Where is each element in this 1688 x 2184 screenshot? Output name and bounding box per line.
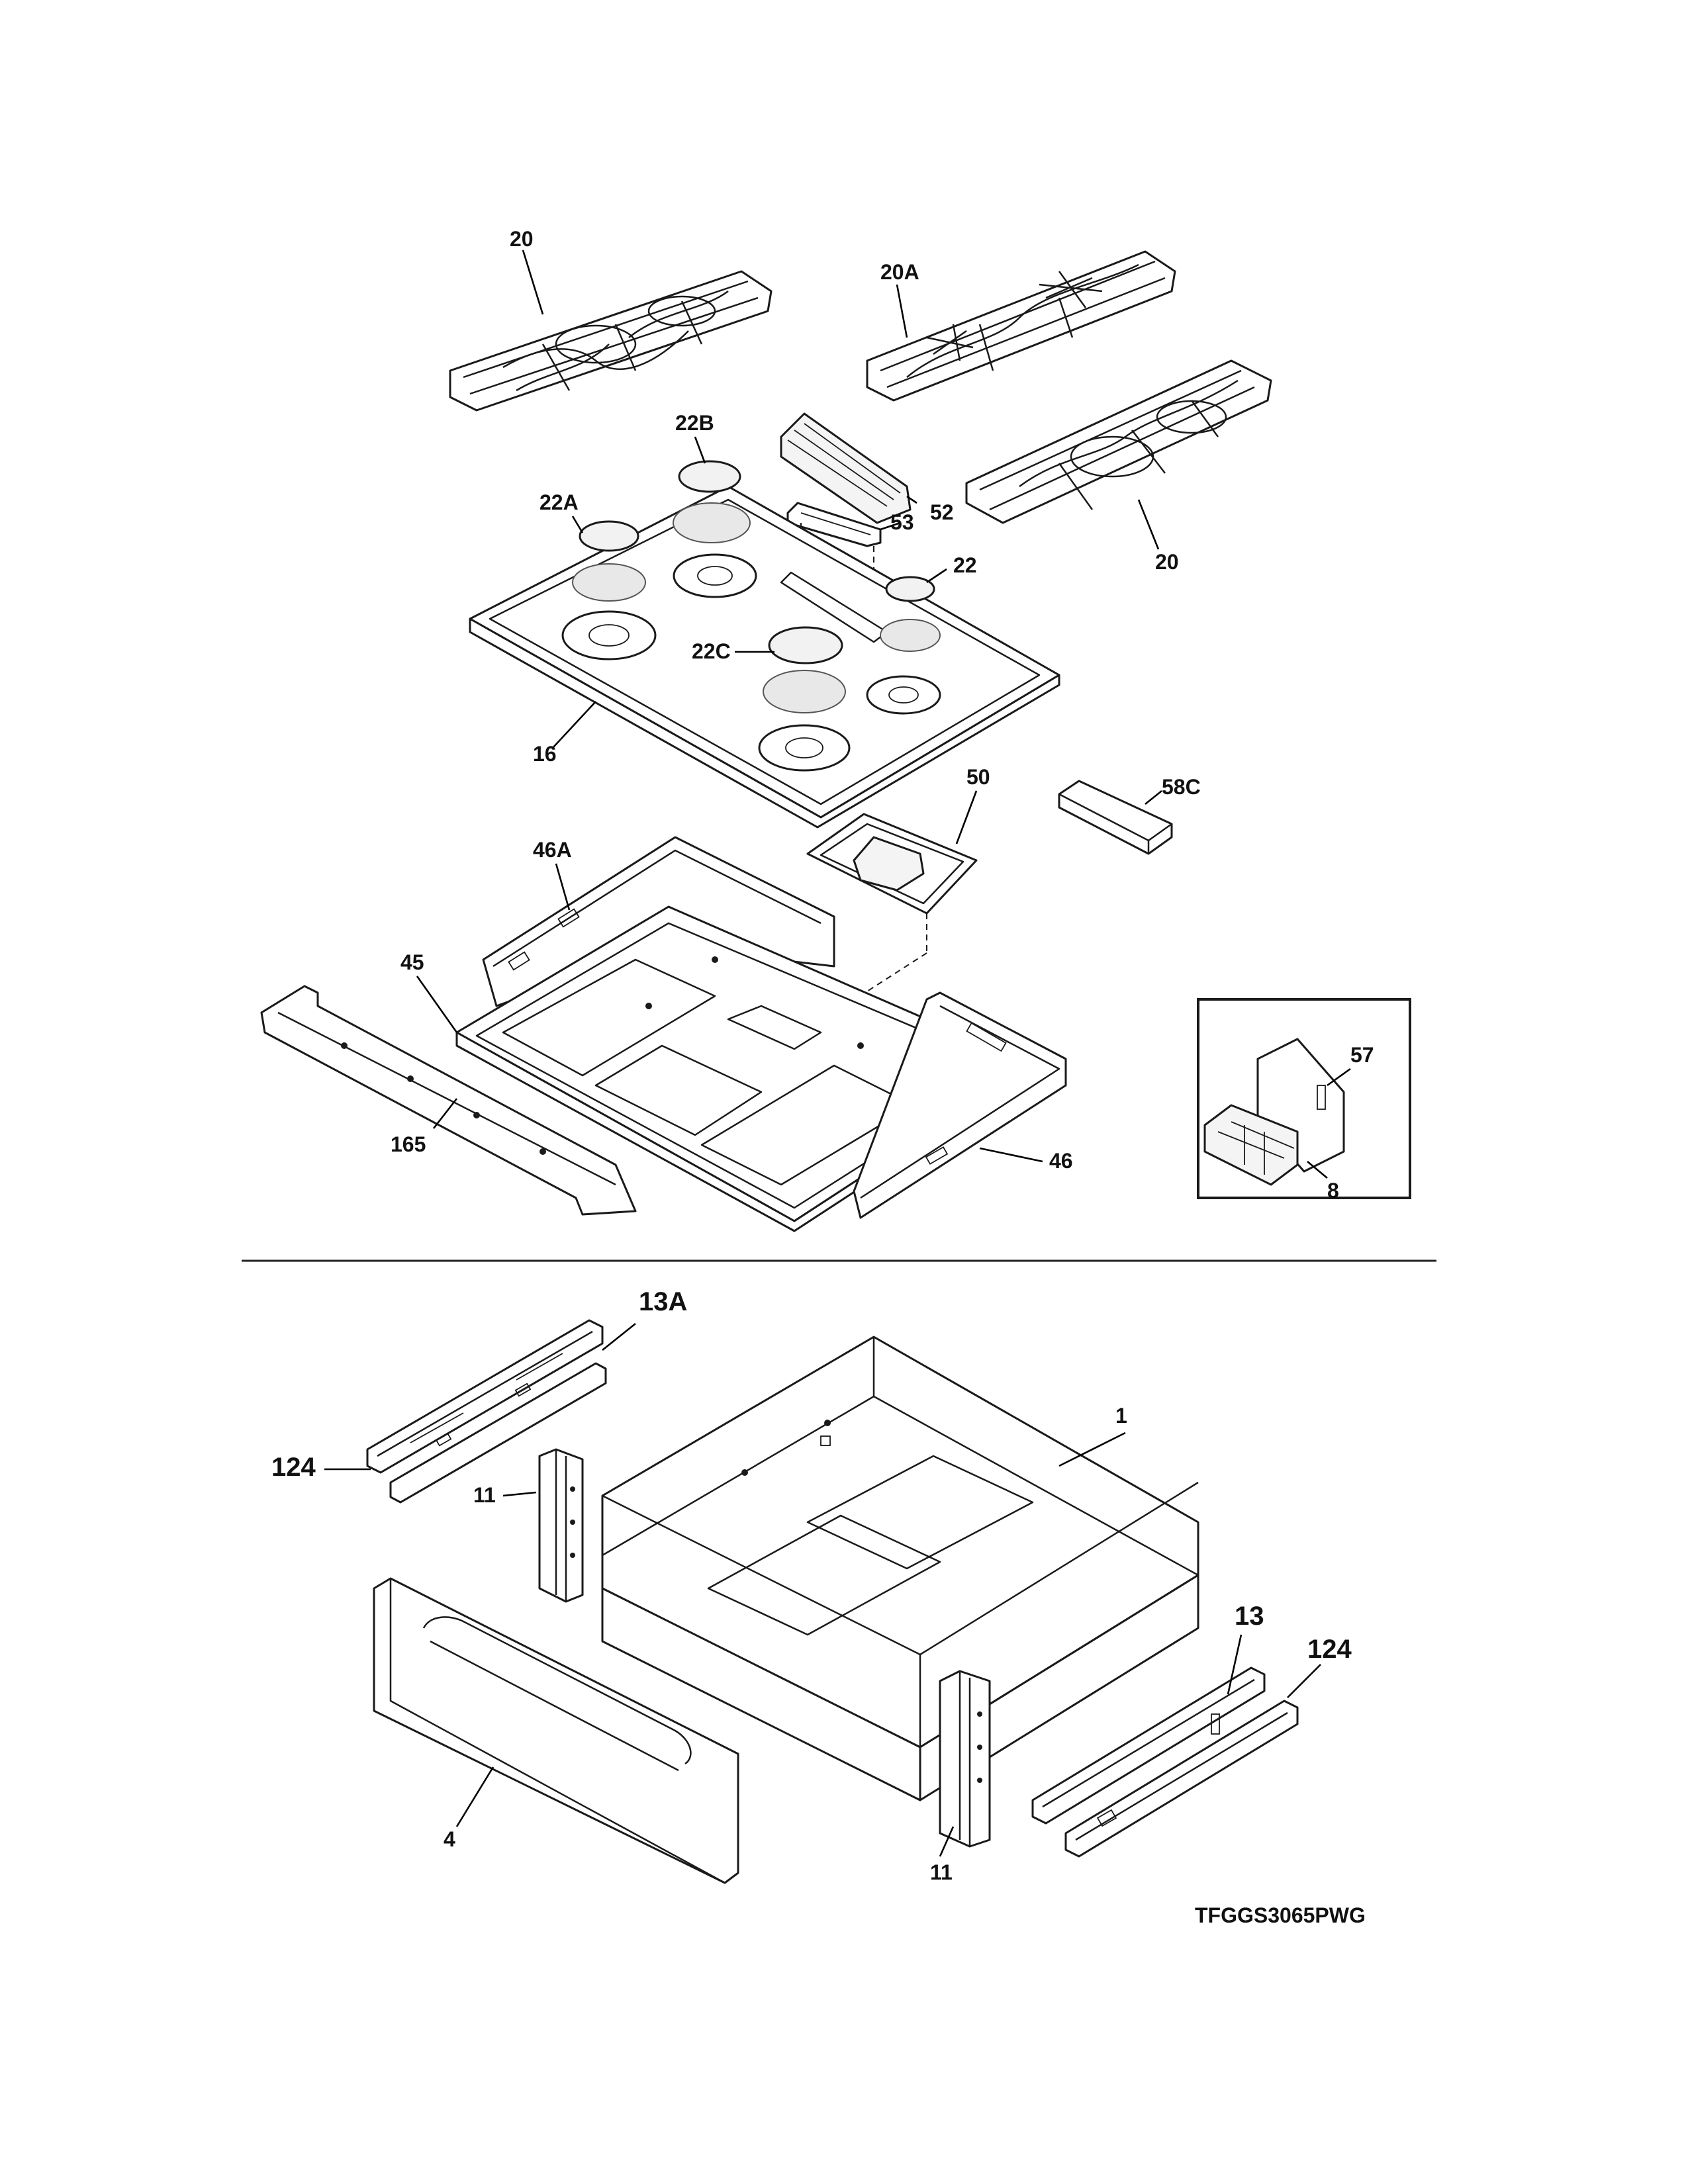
burner-cap-22 xyxy=(880,576,941,652)
callout-slide-13: 13 xyxy=(1235,1602,1264,1631)
burner-cap-22b xyxy=(673,460,751,543)
callout-drawer: 1 xyxy=(1115,1404,1127,1428)
callout-cap-22c: 22C xyxy=(692,639,731,663)
callout-panel-46: 46 xyxy=(1049,1149,1073,1173)
drawer-bracket-left xyxy=(538,1448,584,1603)
side-panel xyxy=(853,991,1067,1219)
callout-grate-right-bottom: 20 xyxy=(1155,550,1179,574)
grate-left xyxy=(449,270,773,412)
burner-cap-22c xyxy=(763,626,846,713)
callout-slide-13a: 13A xyxy=(639,1287,687,1316)
model-number: TFGGS3065PWG xyxy=(1195,1903,1366,1927)
callout-inset-57: 57 xyxy=(1350,1043,1374,1067)
burner-bowl xyxy=(806,813,978,915)
drawer-front xyxy=(373,1577,739,1884)
burner-cap-22a xyxy=(572,520,646,602)
callout-inset-8: 8 xyxy=(1327,1179,1339,1203)
callout-rail: 165 xyxy=(391,1132,426,1156)
storage-drawer xyxy=(601,1336,1199,1801)
callout-burner-box: 45 xyxy=(400,950,424,974)
callout-box: 58C xyxy=(1162,775,1201,799)
callout-cap-22: 22 xyxy=(953,553,977,577)
callout-griddle-cover: 52 xyxy=(930,500,954,524)
drawer-slide-left xyxy=(366,1319,607,1504)
callout-cooktop: 16 xyxy=(533,742,557,766)
griddle-cover xyxy=(780,412,912,524)
front-rail xyxy=(260,985,637,1216)
callout-grate-left: 20 xyxy=(510,227,534,251)
grate-right-top xyxy=(866,250,1176,402)
callout-slide-124-left: 124 xyxy=(271,1453,316,1482)
grate-right-bottom xyxy=(965,359,1272,524)
callout-bracket-left: 11 xyxy=(473,1483,496,1507)
callout-bowl: 50 xyxy=(966,765,990,789)
callout-griddle-tray: 53 xyxy=(890,510,914,534)
callout-grate-right-top: 20A xyxy=(880,260,919,284)
leader-lines xyxy=(324,250,1351,1857)
packing-box xyxy=(1058,780,1173,855)
callout-slide-124-right: 124 xyxy=(1307,1635,1352,1664)
callout-drawer-front: 4 xyxy=(444,1827,455,1851)
callout-panel-46a: 46A xyxy=(533,838,572,862)
callout-cap-22b: 22B xyxy=(675,411,714,435)
inset-detail-box xyxy=(1197,998,1411,1199)
callout-cap-22a: 22A xyxy=(539,490,579,514)
drawer-slide-right xyxy=(1031,1666,1299,1858)
bowl-guide-line xyxy=(833,913,927,1013)
drawer-bracket-right xyxy=(939,1670,991,1848)
callout-bracket-right: 11 xyxy=(930,1860,953,1884)
